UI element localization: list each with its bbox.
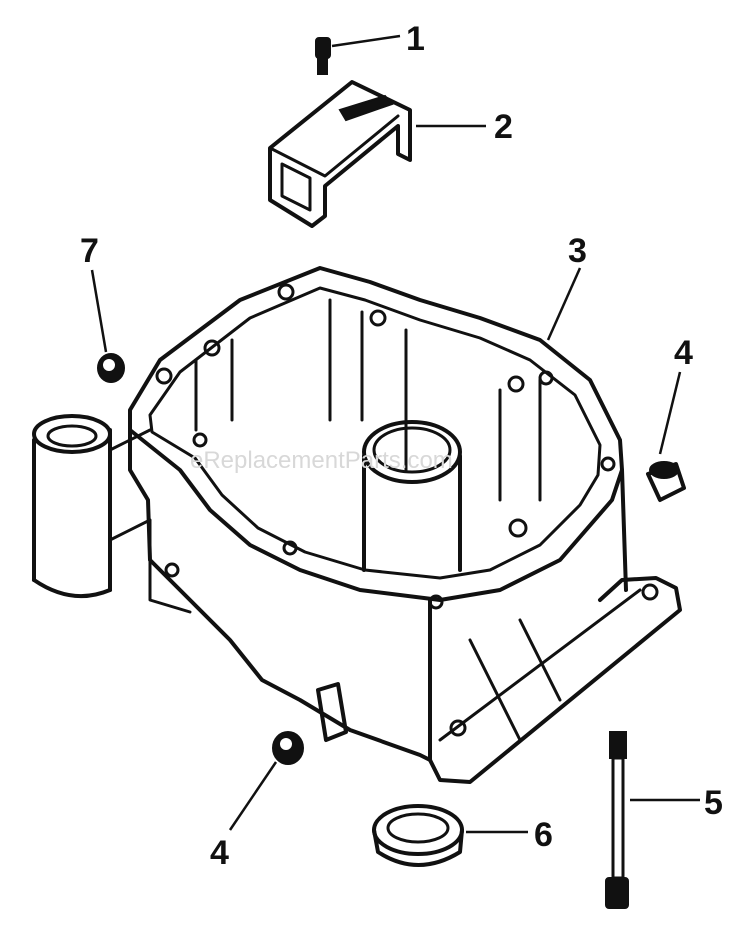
part-1-screw xyxy=(315,37,331,75)
part-5-bolt xyxy=(605,731,629,909)
callout-5: 5 xyxy=(704,784,723,822)
watermark-text: eReplacementParts.com xyxy=(190,447,453,474)
callout-4-left: 4 xyxy=(210,834,229,872)
leader-lines xyxy=(90,34,700,834)
part-3-housing xyxy=(32,266,682,784)
callout-1: 1 xyxy=(406,20,425,58)
callout-3: 3 xyxy=(568,232,587,270)
callout-4-right: 4 xyxy=(674,334,693,372)
callout-6: 6 xyxy=(534,816,553,854)
part-7-plug xyxy=(97,353,125,383)
part-6-seal xyxy=(372,804,464,867)
callout-2: 2 xyxy=(494,108,513,146)
callout-7: 7 xyxy=(80,232,99,270)
part-4-plug-right xyxy=(646,461,686,502)
part-4-plug-left xyxy=(272,731,304,765)
part-2-bracket xyxy=(268,80,412,228)
